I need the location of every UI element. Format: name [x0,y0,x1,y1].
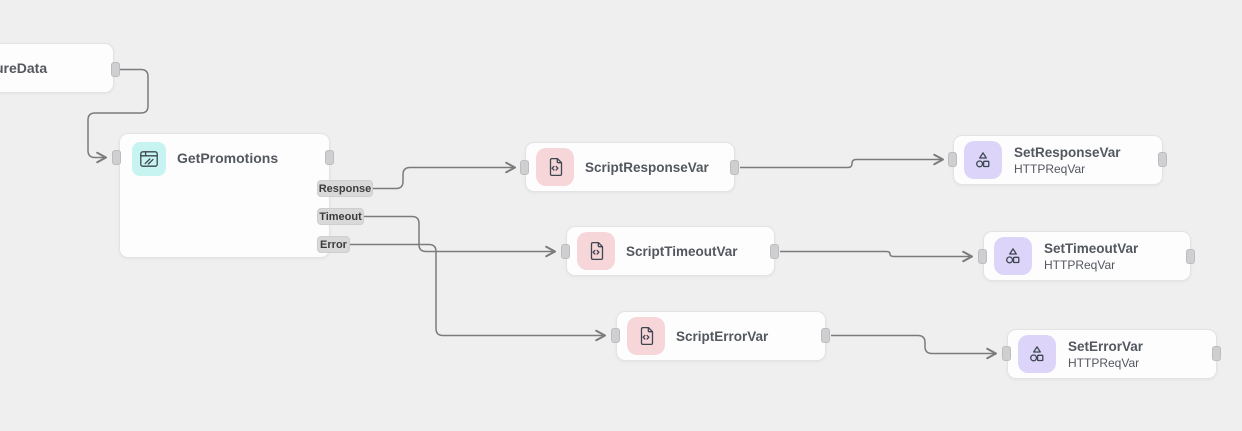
connector-scripterrorvar-to-seterrorvar [831,334,998,360]
node-title: SetTimeoutVar [1044,240,1139,256]
output-port-settimeoutvar[interactable] [1186,249,1195,264]
output-port-scripterrorvar[interactable] [821,328,830,343]
node-set-error-var[interactable]: SetErrorVar HTTPReqVar [1007,329,1217,379]
output-port-getpromotions[interactable] [325,150,334,165]
node-title: ScriptTimeoutVar [626,243,738,259]
node-subtitle: HTTPReqVar [1044,257,1116,272]
output-port-setresponsevar[interactable] [1158,152,1167,167]
shapes-variable-icon [1018,335,1056,373]
connector-scripttimeoutvar-to-settimeoutvar [780,250,974,263]
shapes-variable-icon [994,237,1032,275]
node-script-response-var[interactable]: ScriptResponseVar [525,142,735,192]
node-get-promotions[interactable]: GetPromotions [119,133,330,258]
shapes-variable-icon [964,141,1002,179]
node-script-timeout-var[interactable]: ScriptTimeoutVar [566,226,775,276]
node-set-timeout-var[interactable]: SetTimeoutVar HTTPReqVar [983,231,1191,281]
input-port-seterrorvar[interactable] [1002,346,1011,361]
connector-scriptresponsevar-to-setresponsevar [740,153,945,169]
node-title: ureData [0,60,48,76]
node-uredata[interactable]: ureData [0,43,114,93]
input-port-scripttimeoutvar[interactable] [561,244,570,259]
code-file-icon [577,232,615,270]
code-file-icon [536,148,574,186]
browser-window-icon [132,142,166,176]
node-title: SetErrorVar [1068,338,1144,354]
node-subtitle: HTTPReqVar [1014,161,1086,176]
output-port-uredata[interactable] [111,62,120,77]
node-set-response-var[interactable]: SetResponseVar HTTPReqVar [953,135,1163,185]
connector-timeout-to-scripttimeoutvar [364,215,557,258]
connector-response-to-scriptresponsevar [373,161,517,190]
node-title: GetPromotions [177,150,279,166]
input-port-scripterrorvar[interactable] [611,328,620,343]
branch-label-timeout[interactable]: Timeout [317,208,364,225]
input-port-setresponsevar[interactable] [948,152,957,167]
branch-label-response[interactable]: Response [317,180,373,197]
node-title: ScriptResponseVar [585,159,709,175]
output-port-seterrorvar[interactable] [1212,346,1221,361]
input-port-getpromotions[interactable] [112,150,121,165]
node-subtitle: HTTPReqVar [1068,355,1140,370]
node-title: SetResponseVar [1014,144,1121,160]
node-script-error-var[interactable]: ScriptErrorVar [616,311,826,361]
branch-label-error[interactable]: Error [317,236,350,253]
node-title: ScriptErrorVar [676,328,769,344]
input-port-settimeoutvar[interactable] [978,249,987,264]
output-port-scripttimeoutvar[interactable] [770,244,779,259]
input-port-scriptresponsevar[interactable] [520,160,529,175]
output-port-scriptresponsevar[interactable] [730,160,739,175]
code-file-icon [627,317,665,355]
